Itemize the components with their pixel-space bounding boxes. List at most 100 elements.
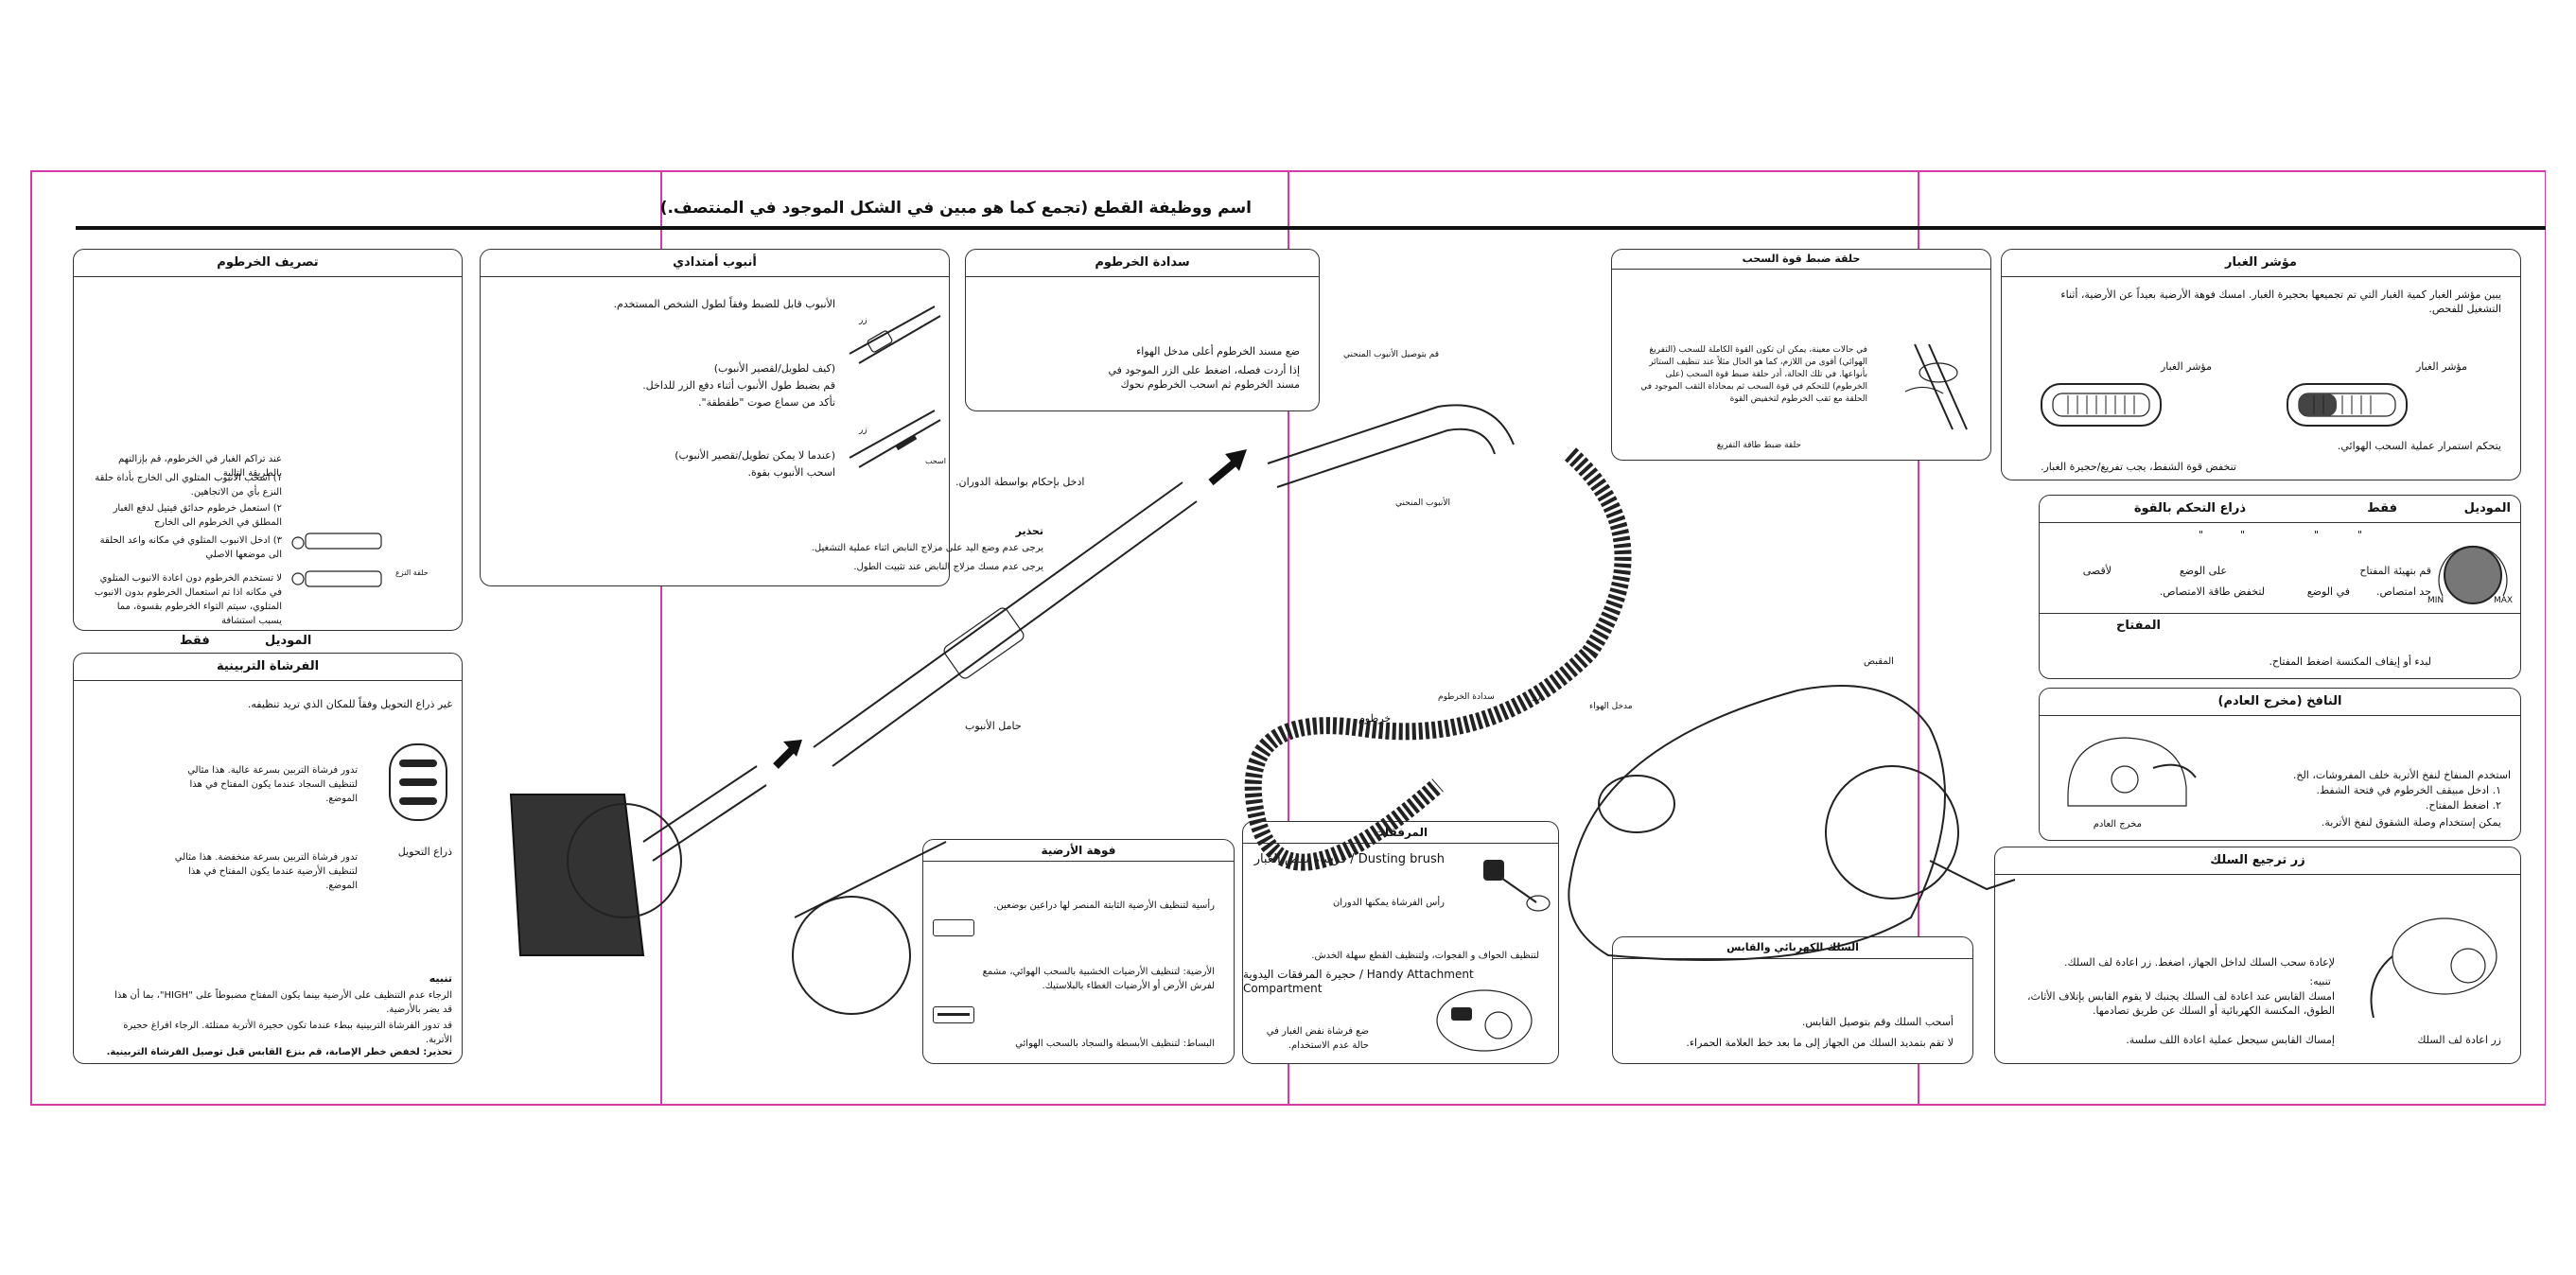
dust-text-3: تنخفض قوة الشفط، يجب تفريغ/حجيرة الغبار.: [2040, 461, 2236, 473]
suction-ring-illustration: [1904, 343, 1968, 430]
dusting-brush-icon: [1483, 860, 1551, 912]
turbo-c2: قد تدور الفرشاة التربينية ببطء عندما تكو…: [123, 1021, 452, 1045]
connect-caption: قم بتوصيل الأنبوب المنحني: [1343, 350, 1440, 359]
switch-title: المفتاح: [2116, 619, 2161, 633]
cord-rewind-l3: إمساك القابس سيجعل عملية اعادة اللف سلسة…: [2126, 1034, 2335, 1046]
hose-handling-title: تصريف الخرطوم: [74, 250, 462, 277]
extension-pipe-title: أنبوب أمتدادي: [481, 250, 949, 277]
power-line-4: حد امتصاص.: [2375, 585, 2431, 598]
page-title: اسم ووظيفة القطع (تجمع كما هو مبين في ال…: [659, 199, 1252, 218]
turbo-c1: الرجاء عدم التنظيف على الأرضية بينما يكو…: [114, 990, 452, 1015]
max-label: MAX: [2494, 596, 2514, 605]
turbo-caution: تنبيه: [429, 972, 452, 985]
switch-arm-label: ذراع التحويل: [397, 846, 452, 858]
dust-label-a: مؤشر الغبار: [2415, 360, 2467, 373]
pipe-button-illustration-1: [849, 306, 941, 364]
pipe-button-illustration-2: [849, 410, 941, 468]
nozzle-carpet-icon: [933, 1006, 974, 1023]
suction-ring-box: حلقة ضبط قوة السحب في حالات معينة، يمكن …: [1611, 249, 1991, 461]
blower-illustration: [2067, 737, 2197, 807]
accessories-d2: لتنظيف الحواف و الفجوات، ولتنظيف القطع س…: [1311, 951, 1539, 961]
dust-gauge-empty-icon: [2041, 383, 2162, 427]
vacuum-assembly-illustration: [509, 404, 2016, 1015]
cord-rewind-caption: زر اعادة لف السلك: [2417, 1034, 2501, 1046]
turbo-warning: تحذير: لخفض خطر الإصابة، قم بنزع القابس …: [106, 1047, 452, 1057]
dust-indicator-title: مؤشر الغبار: [2002, 250, 2520, 277]
hose-caption: خرطوم: [1358, 712, 1392, 725]
turbo-brush-box: الفرشاة التربينية غير ذراع التحويل وفقاً…: [73, 653, 463, 1064]
dust-label-b: مؤشر الغبار: [2160, 360, 2212, 373]
turbo-only-label: فقط: [180, 634, 210, 648]
power-cord-title: السلك الكهربائي والقابس: [1613, 937, 1972, 959]
floor-nozzle-l2: الأرضية: لتنظيف الأرضيات الخشبية بالسحب …: [982, 967, 1215, 991]
cord-rewind-l2: امسك القابس عند اعادة لف السلك يجنبك لا …: [2026, 990, 2335, 1017]
switch-text: لبدء أو إيقاف المكنسة اضغط المفتاح.: [2269, 655, 2431, 668]
power-cord-l2: لا تقم بتمديد السلك من الجهاز إلى ما بعد…: [1686, 1037, 1954, 1049]
hose-handling-l3: ٢) استعمل خرطوم حدائق فيتيل لدفع الغبار …: [113, 503, 282, 528]
extension-pipe-box: أنبوب أمتدادي الأنبوب قابل للضبط وفقاً ل…: [480, 249, 1043, 586]
curved-pipe-caption: الأنبوب المنحني: [1395, 498, 1451, 508]
handy-compartment-icon: [1436, 989, 1533, 1052]
turbo-l3: تدور فرشاة التربين بسرعة منخفضة. هذا مثا…: [174, 852, 358, 891]
cord-rewind-caution: تنبيه:: [2309, 975, 2331, 987]
accessories-d1: رأس الفرشاة يمكنها الدوران: [1332, 898, 1445, 908]
power-cord-l1: أسحب السلك وقم بتوصيل القابس.: [1801, 1016, 1954, 1028]
power-line-1: قم بتهيئة المفتاح: [2359, 565, 2431, 577]
hose-stopper-title: سدادة الخرطوم: [966, 250, 1319, 277]
model-label: الموديل: [2463, 501, 2511, 515]
cord-rewind-box: زر ترجيع السلك لإعادة سحب السلك لداخل ال…: [1994, 847, 2521, 1064]
blower-l4: يمكن إستخدام وصلة الشقوق لنفخ الأتربة.: [2321, 816, 2501, 829]
extension-pipe-w1: يرجى عدم وضع اليد على مزلاج النابض اثناء…: [811, 543, 1043, 553]
accessories-d3: ضع فرشاة نفض الغبار في حالة عدم الاستخدا…: [1266, 1026, 1369, 1051]
power-knob-icon: [2438, 545, 2508, 604]
extension-pipe-l2: (كيف لطويل/لقصير الأنبوب): [713, 362, 835, 375]
frame-col3: [1918, 170, 1919, 1105]
cord-rewind-illustration: [2370, 917, 2497, 1019]
cord-rewind-title: زر ترجيع السلك: [1995, 847, 2520, 875]
suction-ring-caption: حلقة ضبط طاقة التفريغ: [1716, 441, 1801, 450]
power-line-6: لتخفض طاقة الامتصاص.: [2159, 585, 2265, 598]
dust-gauge-full-icon: [2287, 383, 2408, 427]
power-line-5: في الوضع: [2306, 585, 2350, 598]
hose-handling-l5: لا تستخدم الخرطوم دون اعادة الانبوب المت…: [94, 573, 282, 626]
nozzle-floor-icon: [933, 919, 974, 936]
blower-title: النافخ (مخرج العادم): [2040, 689, 2520, 716]
hose-stopper-l1: ضع مسند الخرطوم أعلى مدخل الهواء: [1136, 345, 1300, 358]
hose-handling-l4: ٣) ادخل الانبوب المتلوي في مكانه واعد ال…: [99, 535, 282, 560]
floor-nozzle-box: فوهة الأرضية رأسية لتنظيف الأرضية الثابت…: [922, 839, 1235, 1064]
pipe-fig-pull: اسحب: [925, 457, 946, 465]
floor-nozzle-title: فوهة الأرضية: [923, 840, 1234, 862]
suction-ring-text: في حالات معينة، يمكن ان تكون القوة الكام…: [1640, 345, 1867, 404]
turbo-l2: تدور فرشاة التربين بسرعة عالية. هذا مثال…: [187, 765, 358, 804]
blower-l2: ١. ادخل مبيقف الخرطوم في فتحة الشفط.: [2316, 784, 2501, 796]
extension-pipe-l1: الأنبوب قابل للضبط وفقاً لطول الشخص المس…: [613, 298, 835, 310]
frame-left: [30, 170, 32, 1105]
extension-pipe-w2: يرجى عدم مسك مزلاج النابض عند تثبيت الطو…: [853, 562, 1043, 572]
button-caption: زر: [1533, 692, 1541, 702]
power-arm-label: ذراع التحكم بالقوة: [2133, 501, 2246, 515]
dust-text-2: يتحكم استمرار عملية السحب الهوائي.: [2337, 440, 2501, 452]
turbo-model-label: الموديل: [265, 634, 312, 648]
min-label: MIN: [2427, 596, 2445, 605]
frame-col1: [660, 170, 662, 1105]
quote-4: ": [2199, 529, 2204, 541]
blower-caption: مخرج العادم: [2093, 819, 2142, 830]
blower-box: النافخ (مخرج العادم) استخدم المنفاخ لنفخ…: [2039, 688, 2521, 841]
hose-handling-box: تصريف الخرطوم عند تراكم الغبار في الخرطو…: [73, 249, 463, 631]
hose-stopper-l2: إذا أردت فصله، اضغط على الزر الموجود في …: [1108, 364, 1300, 391]
stopper-caption: سدادة الخرطوم: [1438, 692, 1495, 702]
frame-col2: [1288, 170, 1289, 1105]
extension-pipe-l5: (عندما لا يمكن تطويل/تقصير الأنبوب): [675, 449, 835, 462]
handy-compartment-label: حجيرة المرفقات اليدوية / Handy Attachmen…: [1243, 968, 1474, 995]
hose-ring-illustration: [291, 533, 382, 587]
floor-nozzle-l1: رأسية لتنظيف الأرضية الثابتة المنصر لها …: [993, 900, 1215, 911]
hose-handling-l2: ١) اسحب الانبوب المتلوي الى الخارج بأداة…: [95, 473, 282, 498]
hose-handling-l1: عند تراكم الغبار في الخرطوم، قم بإزالتهم…: [117, 454, 282, 479]
handle-caption: المقبض: [1864, 656, 1894, 667]
power-line-2: على الوضع: [2179, 565, 2227, 577]
power-cord-box: السلك الكهربائي والقابس أسحب السلك وقم ب…: [1612, 936, 1973, 1064]
turbo-brush-title: الفرشاة التربينية: [74, 654, 462, 681]
floor-nozzle-l3: البساط: لتنظيف الأبسطة والسجاد بالسحب ال…: [1015, 1039, 1215, 1049]
extension-pipe-l6: اسحب الأنبوب بقوة.: [747, 466, 836, 479]
